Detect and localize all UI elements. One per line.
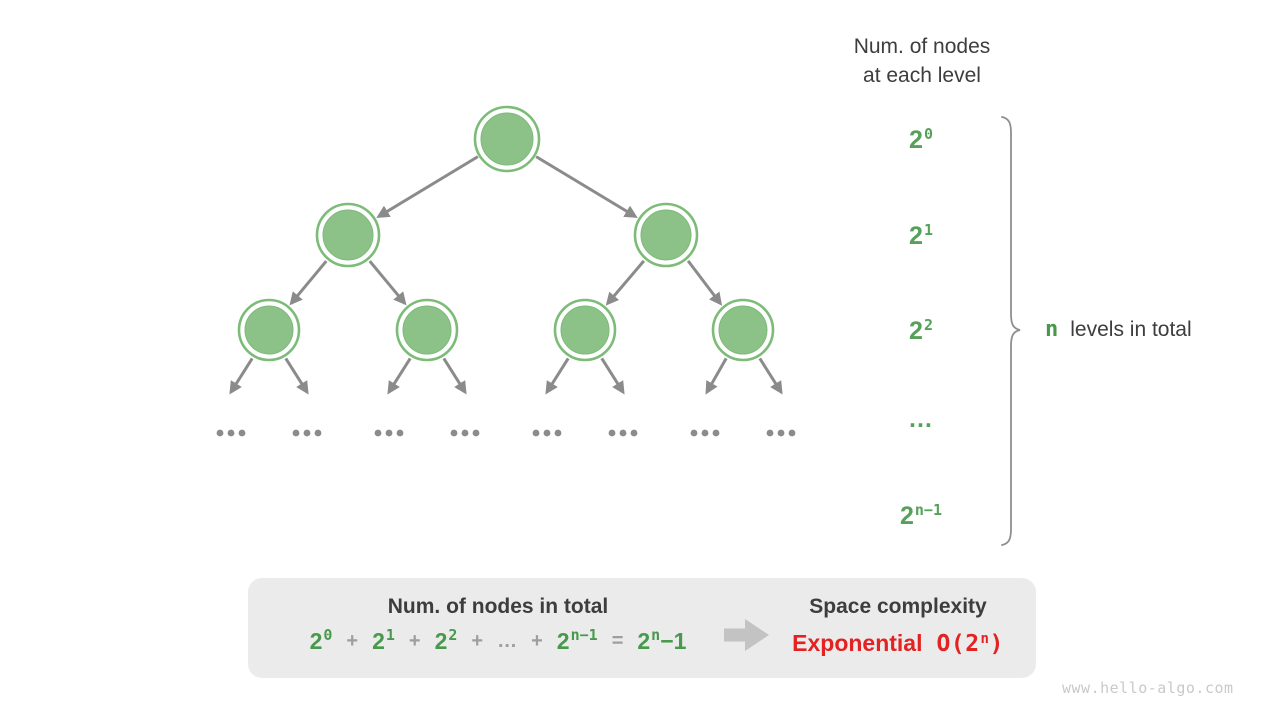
chart-title-line1: Num. of nodes [853, 35, 991, 58]
level-label-exponent: n−1 [914, 501, 942, 519]
level-label-1: 21 [861, 221, 981, 254]
formula-row: 20 +21 +22 + … +2n−1 = 2n−1 [248, 626, 748, 655]
level-label-ellipsis: … [861, 404, 981, 437]
level-label-base: 2 [900, 502, 914, 530]
tree-edges [229, 155, 783, 395]
tree-node [553, 298, 617, 362]
tree-node [395, 298, 459, 362]
ellipsis-dots [216, 429, 796, 437]
levels-total-text: levels in total [1070, 318, 1192, 341]
total-nodes-title: Num. of nodes in total [387, 595, 609, 618]
level-label-n-1: 2n−1 [861, 501, 981, 534]
level-label-2: 22 [861, 316, 981, 349]
formula-token: 20 [309, 626, 333, 654]
chart-title-line2: at each level [863, 64, 981, 87]
levels-brace [1001, 116, 1021, 546]
level-label-base: … [908, 405, 933, 433]
formula-token: … [497, 630, 518, 652]
levels-total-n: n [1045, 317, 1059, 342]
formula-token: 2n−1 [637, 626, 687, 654]
formula-token: + [531, 630, 543, 652]
level-label-base: 2 [909, 126, 923, 154]
level-label-base: 2 [909, 222, 923, 250]
level-label-0: 20 [861, 125, 981, 158]
formula-token: + [408, 630, 421, 652]
summary-box: Num. of nodes in total 20+21+22+…+2n−1=2… [248, 578, 1036, 678]
formula-token: 21 [372, 626, 395, 654]
formula-token: + [346, 630, 359, 652]
flow-arrow-icon [724, 619, 770, 651]
big-o-notation: O(2n) [936, 631, 1004, 657]
space-complexity-value: Exponential O(2n) [753, 630, 1043, 657]
tree-node [633, 202, 699, 268]
level-label-exponent: 0 [923, 125, 933, 143]
levels-total-note: n levels in total [1045, 317, 1192, 342]
chart-title: Num. of nodes at each level [790, 32, 1054, 90]
tree-node [473, 105, 541, 173]
watermark: www.hello-algo.com [1062, 679, 1234, 697]
tree-node [711, 298, 775, 362]
formula-token: 22 [434, 626, 458, 654]
tree-node [315, 202, 381, 268]
tree-nodes [237, 105, 775, 362]
formula-token: + [471, 630, 484, 652]
formula-token: = [611, 630, 624, 652]
level-label-exponent: 1 [923, 221, 933, 239]
level-label-base: 2 [909, 317, 923, 345]
level-label-exponent: 2 [923, 316, 933, 334]
space-complexity-title: Space complexity [809, 595, 987, 618]
complexity-word: Exponential [792, 630, 923, 656]
formula-token: 2n−1 [556, 626, 598, 654]
tree-node [237, 298, 301, 362]
